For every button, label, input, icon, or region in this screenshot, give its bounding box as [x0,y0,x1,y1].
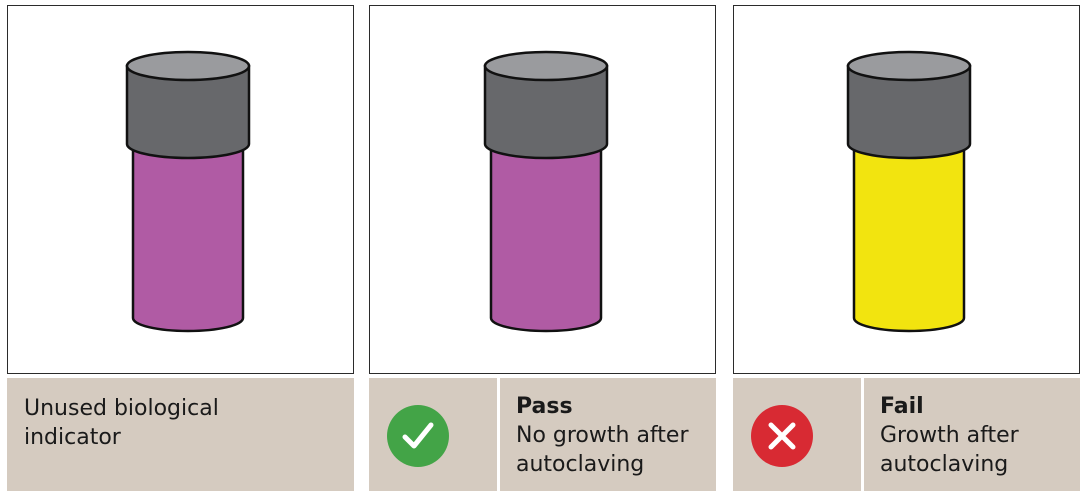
vial [127,52,249,331]
cross-icon [751,405,813,467]
vial-cap-top [485,52,607,80]
caption-divider [497,378,500,491]
status-description-line-1: Growth after [880,421,1019,450]
status-title: Pass [516,392,689,421]
status-description-line-2: autoclaving [880,450,1019,479]
status-title: Fail [880,392,1019,421]
vial-body [133,146,243,331]
vial-cap-top [127,52,249,80]
vial-illustration [8,6,353,373]
caption-divider [861,378,864,491]
panel-fail: Fail Growth after autoclaving [733,5,1080,491]
vial-cap-top [848,52,970,80]
vial-body [491,146,601,331]
vial [848,52,970,331]
status-description-line-1: No growth after [516,421,689,450]
caption-fail: Fail Growth after autoclaving [733,378,1080,491]
vial-image-box [369,5,716,374]
status-text: Fail Growth after autoclaving [880,392,1019,479]
panel-pass: Pass No growth after autoclaving [369,5,716,491]
vial-body [854,146,964,331]
vial-image-box [733,5,1080,374]
caption-unused: Unused biological indicator [7,378,354,491]
vial-illustration [370,6,715,373]
status-description-line-2: autoclaving [516,450,689,479]
status-text: Pass No growth after autoclaving [516,392,689,479]
vial [485,52,607,331]
vial-illustration [734,6,1079,373]
caption-text-line: Unused biological indicator [24,394,254,452]
checkmark-icon [387,405,449,467]
caption-text: Unused biological indicator [24,394,254,452]
vial-image-box [7,5,354,374]
panel-unused: Unused biological indicator [7,5,354,491]
caption-pass: Pass No growth after autoclaving [369,378,716,491]
